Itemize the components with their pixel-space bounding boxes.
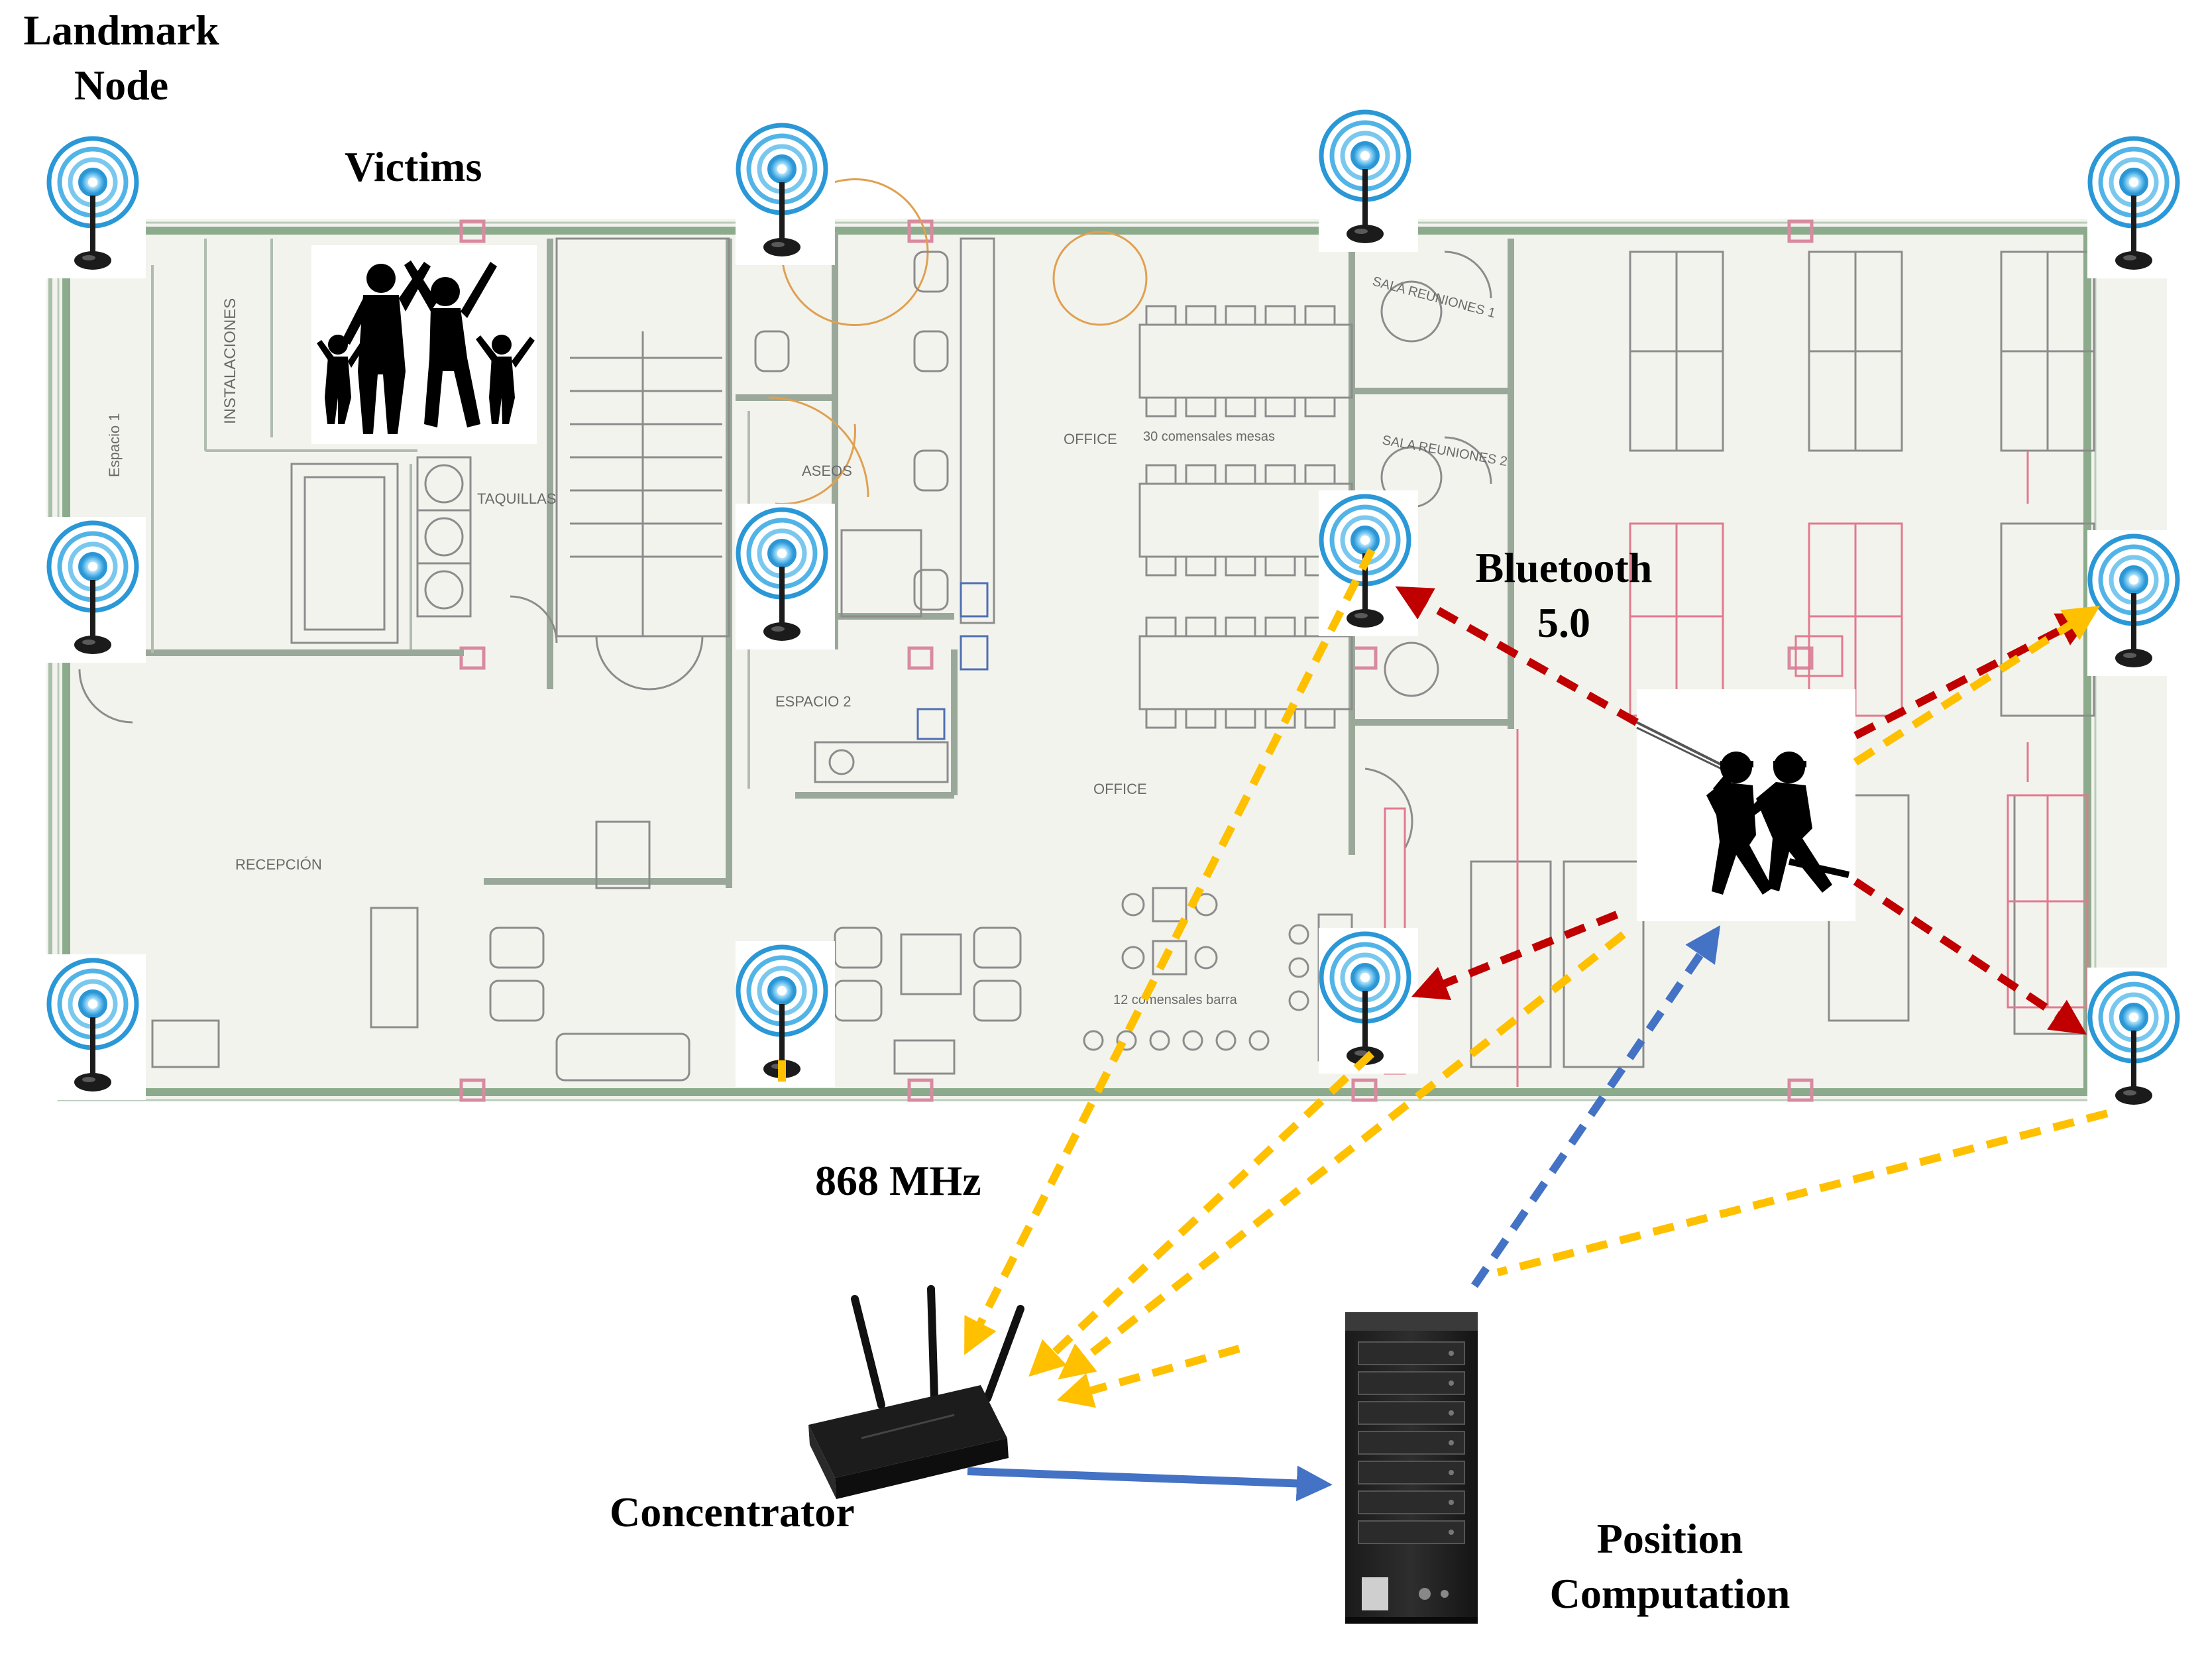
label-instalaciones: INSTALACIONES [221,298,239,424]
concentrator-label: Concentrator [610,1488,855,1536]
router-icon [808,1285,1024,1499]
server-icon [1345,1312,1478,1624]
radio-link [964,548,1376,1355]
label-comensales-mesas: 30 comensales mesas [1143,429,1275,444]
landmark-label-line2: Node [74,62,169,109]
victims-group-icon [311,245,537,444]
label-office-top: OFFICE [1064,431,1117,447]
position-label-line2: Computation [1549,1570,1791,1618]
concentrator-to-server-link [967,1465,1333,1502]
radio-868-links [778,548,2109,1408]
frequency-label: 868 MHz [815,1157,981,1204]
position-label-line1: Position [1596,1515,1743,1562]
bluetooth-link [1853,612,2094,740]
radio-link [1058,931,1626,1380]
radio-link [1056,1345,1240,1408]
radio-link [1853,606,2101,766]
bluetooth-label-line2: 5.0 [1537,599,1590,647]
position-computation-label: Position Computation [1531,1511,1809,1621]
bluetooth-link [1395,586,1639,726]
bluetooth-label: Bluetooth 5.0 [1455,540,1673,650]
label-aseos: ASEOS [802,463,852,479]
bluetooth-label-line1: Bluetooth [1475,544,1653,591]
label-comensales-barra: 12 comensales barra [1113,993,1238,1007]
label-espacio2: ESPACIO 2 [775,693,852,710]
bluetooth-link [1411,911,1619,1001]
uplink-links [967,925,1721,1502]
landmark-nodes [46,106,2187,1113]
label-office-mid: OFFICE [1093,781,1147,797]
bluetooth-links [1395,586,2094,1035]
bluetooth-link [1853,877,2087,1035]
radio-link [1028,1050,1375,1377]
victims-label: Victims [345,143,482,190]
floor-plan: Espacio 1 INSTALACIONES TAQUILLAS ASEOS … [46,178,2167,1102]
radio-link [1496,1109,2109,1276]
label-recepcion: RECEPCIÓN [235,856,322,873]
label-espacio1: Espacio 1 [106,413,123,477]
label-taquillas: TAQUILLAS [477,490,556,507]
firefighters-icon [1636,689,1855,921]
landmark-label-line1: Landmark [23,7,219,54]
landmark-node-label: Landmark Node [5,3,237,113]
uplink-dashed [1471,925,1721,1288]
